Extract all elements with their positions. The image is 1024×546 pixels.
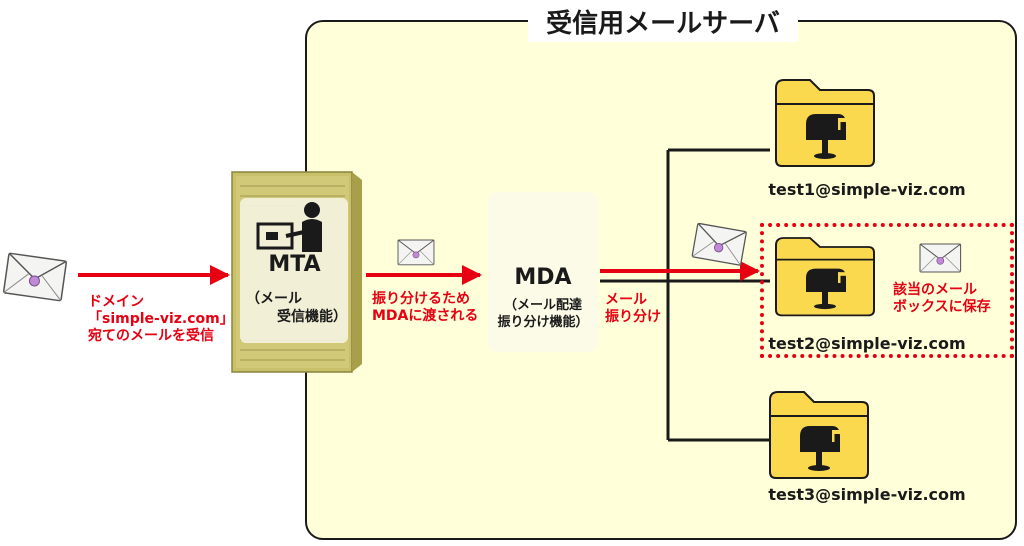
server-title: 受信用メールサーバ: [528, 6, 798, 42]
mta-worker-icon: [256, 202, 322, 252]
distribution-lines: [600, 148, 770, 442]
mailbox-folder-icon-3: [769, 391, 869, 479]
mta-title: MTA: [268, 252, 321, 277]
mta-subtitle-line-1: （メール: [246, 291, 302, 307]
sender-label-line-1: ドメイン: [88, 294, 144, 310]
mda-card: [488, 192, 598, 352]
transfer-envelope-icon: [397, 239, 435, 266]
mda-title: MDA: [514, 265, 572, 290]
transfer-label-line-2: MDAに渡される: [372, 308, 479, 324]
delivered-label-line-2: ボックスに保存: [893, 299, 991, 315]
mda-subtitle: （メール配達 振り分け機能）: [480, 297, 606, 331]
sorting-label-line-1: メール: [605, 292, 647, 308]
mta-subtitle-line-2: 受信機能）: [277, 309, 347, 325]
mda-subtitle-line-1: （メール配達: [503, 298, 582, 313]
delivered-label: 該当のメール ボックスに保存: [893, 282, 991, 316]
delivered-label-line-1: 該当のメール: [893, 282, 977, 298]
transfer-label: 振り分けるため MDAに渡される: [372, 291, 478, 325]
sender-label-line-2: 「simple-viz.com」: [88, 311, 234, 327]
mta-subtitle: （メール 受信機能）: [232, 290, 357, 326]
mailbox-address-2: test2@simple-viz.com: [768, 334, 966, 353]
mta-server-rack-icon: [231, 171, 362, 373]
mailbox-folder-icon-1: [775, 79, 875, 167]
sender-label-line-3: 宛てのメールを受信: [88, 328, 214, 344]
sorting-envelope-icon: [691, 222, 748, 266]
incoming-envelope-icon: [2, 252, 68, 302]
sender-label: ドメイン 「simple-viz.com」 宛てのメールを受信: [88, 294, 234, 345]
mailbox-address-3: test3@simple-viz.com: [768, 485, 966, 504]
target-mailbox-highlight: [760, 223, 1014, 358]
sorting-label: メール 振り分け: [605, 292, 661, 326]
mda-subtitle-line-2: 振り分け機能）: [497, 315, 589, 330]
transfer-label-line-1: 振り分けるため: [372, 291, 470, 307]
sorting-label-line-2: 振り分け: [605, 309, 661, 325]
mailbox-address-1: test1@simple-viz.com: [768, 180, 966, 199]
